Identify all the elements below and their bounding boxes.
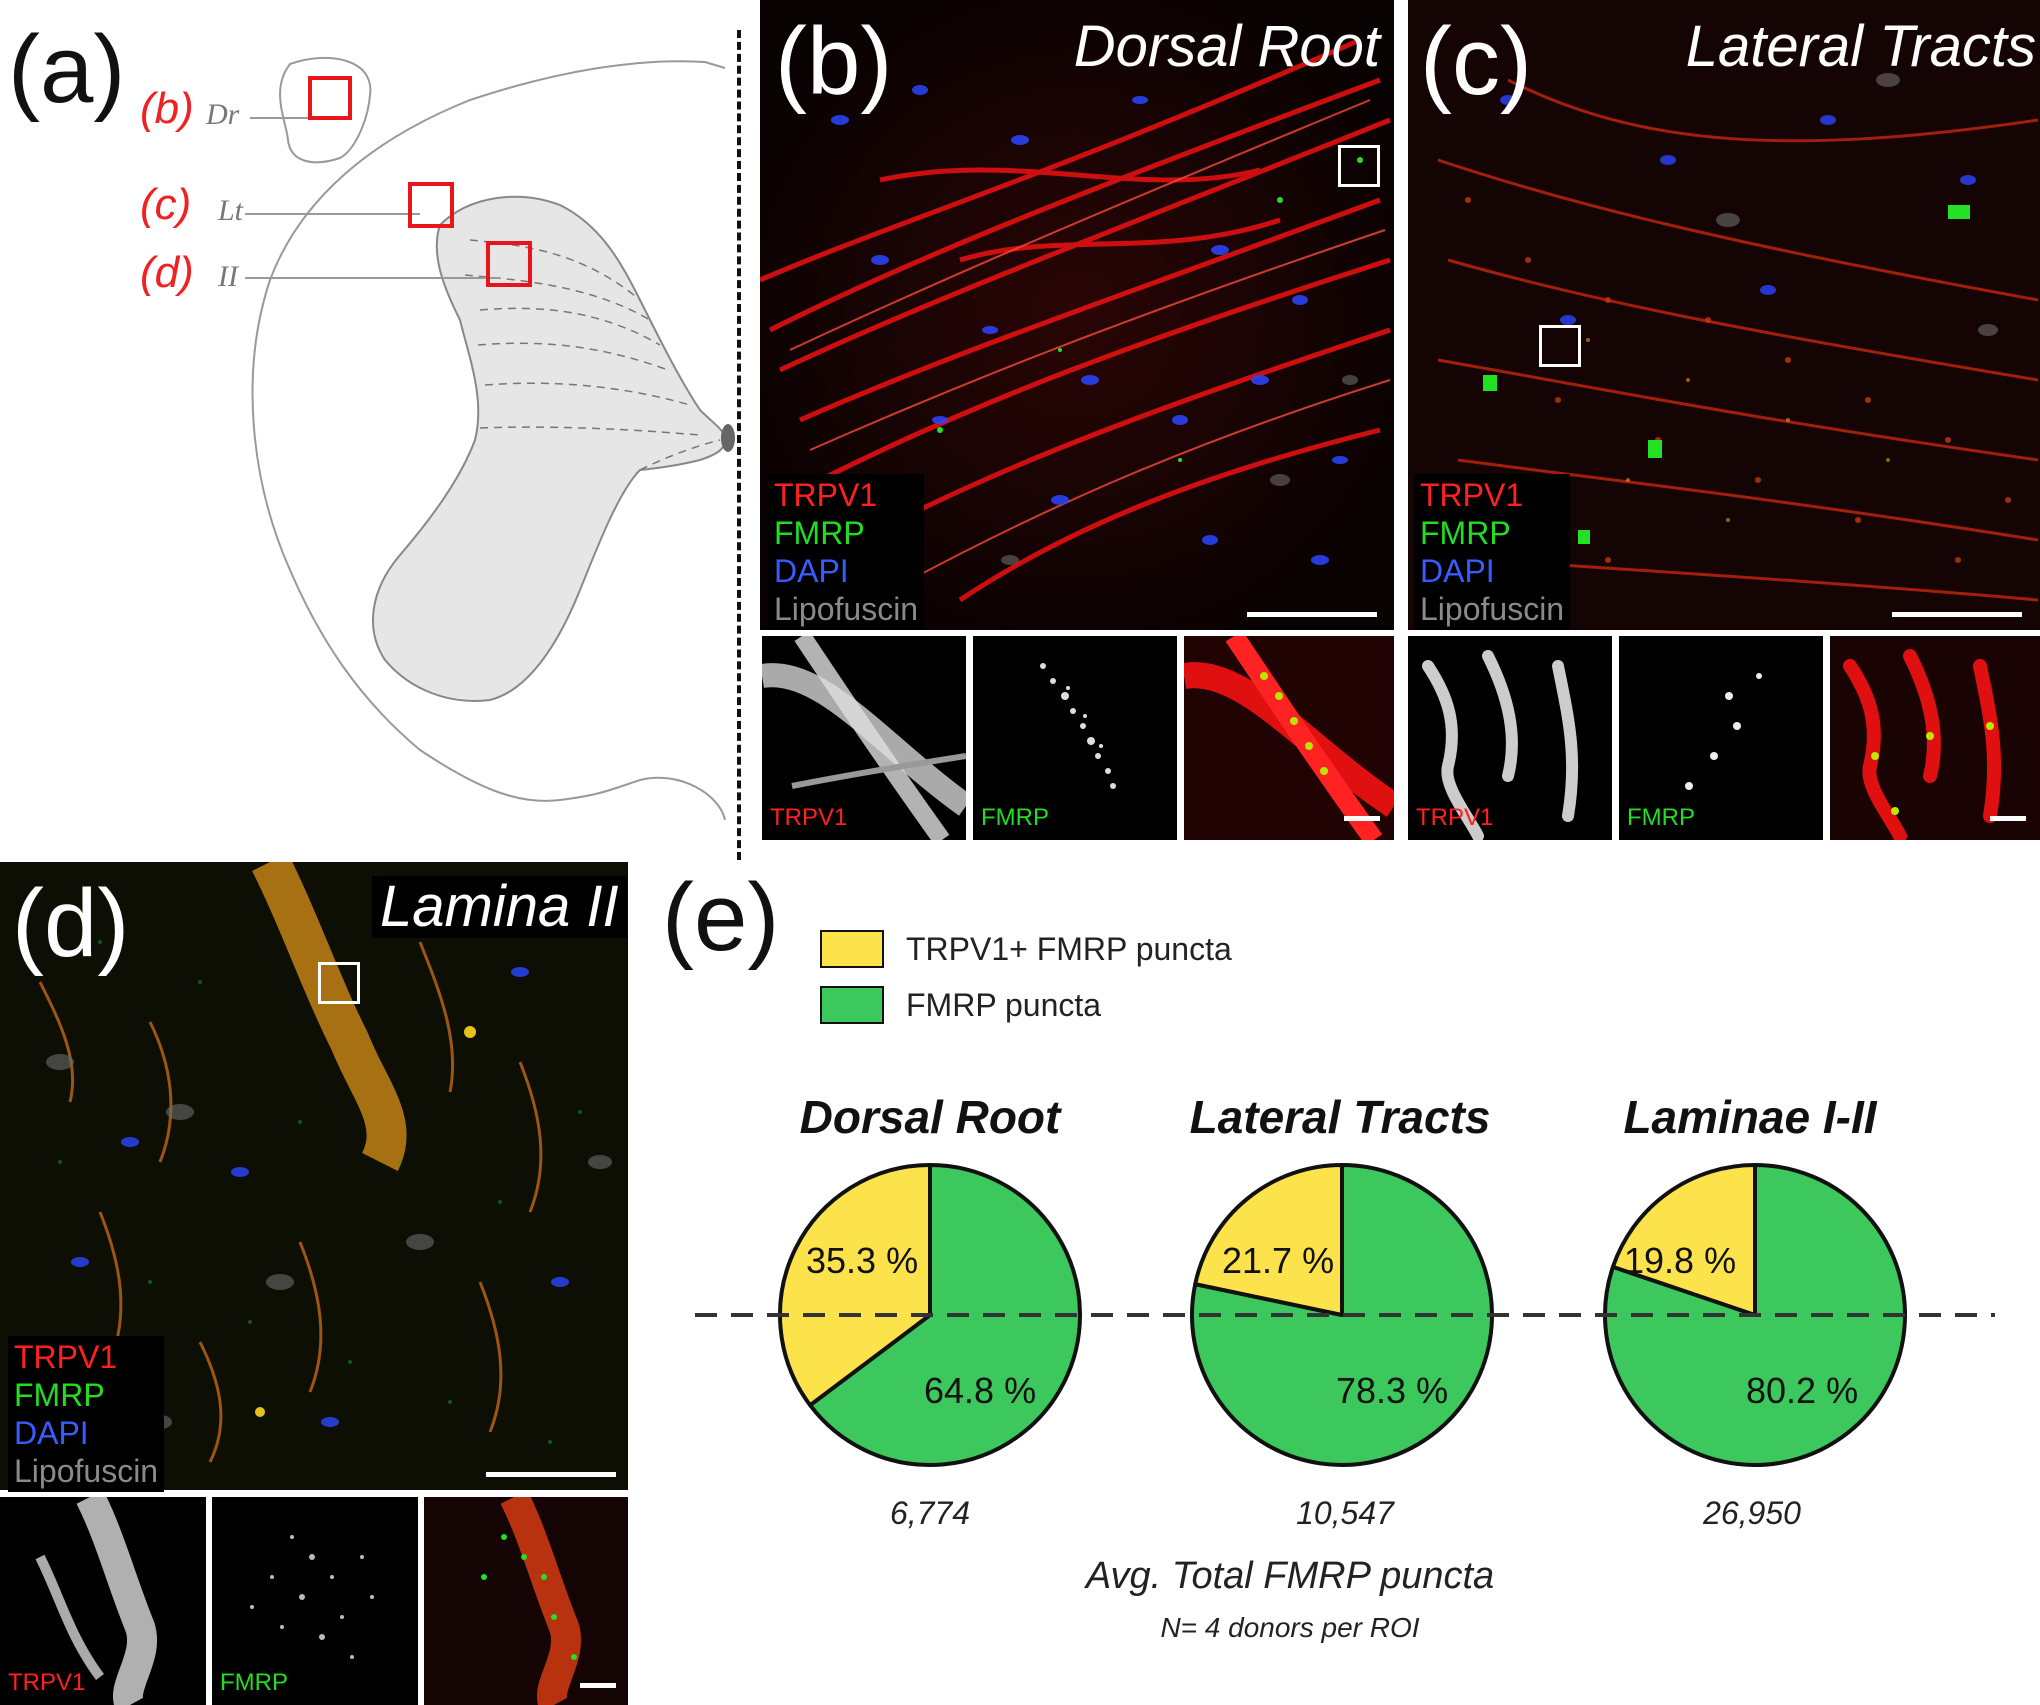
scalebar-d <box>486 1472 616 1477</box>
inset-b-trpv1: TRPV1 <box>762 636 966 840</box>
inset-b-fmrp: FMRP <box>973 636 1177 840</box>
pie-1-slice-trpv1-fmrp <box>1193 1163 1344 1317</box>
pie-0-slice-fmrp <box>808 1163 1082 1467</box>
legend-d: TRPV1 FMRP DAPI Lipofuscin <box>8 1336 165 1492</box>
inset-d-merge <box>424 1497 628 1705</box>
inset-scalebar-d <box>580 1683 616 1688</box>
legend-e-fmrp-label: FMRP puncta <box>906 986 1102 1023</box>
pie-2-yellow-pct: 19.8 % <box>1624 1240 1737 1281</box>
legend-c-fmrp: FMRP <box>1420 515 1511 551</box>
pie-title-dorsal-root: Dorsal Root <box>799 1091 1061 1143</box>
pie-0-green-pct: 64.8 % <box>924 1370 1037 1411</box>
micrograph-lateral-tracts <box>1408 0 2040 630</box>
legend-c-lipofuscin: Lipofuscin <box>1420 591 1565 627</box>
inset-scalebar-b <box>1344 816 1380 821</box>
inset-c-fmrp: FMRP <box>1619 636 1823 840</box>
legend-swatch-green <box>820 986 884 1024</box>
inset-roi-d <box>318 962 360 1004</box>
marker-letter-c: (c) <box>140 180 192 229</box>
marker-abbr-dr: Dr <box>206 98 240 131</box>
panel-label-e: (e) <box>662 864 780 971</box>
inset-c-trpv1: TRPV1 <box>1408 636 1612 840</box>
panel-label-b: (b) <box>775 8 893 115</box>
panel-label-d: (d) <box>12 870 130 977</box>
pie-2-slice-fmrp <box>1603 1163 1907 1467</box>
pie-title-laminae: Laminae I-II <box>1623 1091 1877 1143</box>
pie-1-slice-fmrp <box>1189 1163 1494 1467</box>
pie-0-total: 6,774 <box>889 1495 971 1531</box>
scalebar-c <box>1892 612 2022 617</box>
marker-letter-d: (d) <box>140 248 194 297</box>
legend-c: TRPV1 FMRP DAPI Lipofuscin <box>1414 474 1571 630</box>
panel-label-c: (c) <box>1420 8 1532 115</box>
inset-b-merge <box>1184 636 1394 840</box>
scalebar-b <box>1247 612 1377 617</box>
pie-1-green-pct: 78.3 % <box>1336 1370 1449 1411</box>
caption-avg-total: Avg. Total FMRP puncta <box>1085 1555 1495 1597</box>
caption-n-donors: N= 4 donors per ROI <box>1160 1612 1420 1643</box>
legend-d-fmrp: FMRP <box>14 1377 105 1413</box>
inset-roi-c <box>1539 325 1581 367</box>
legend-b-lipofuscin: Lipofuscin <box>774 591 919 627</box>
pie-1-total: 10,547 <box>1296 1495 1394 1531</box>
legend-b: TRPV1 FMRP DAPI Lipofuscin <box>768 474 925 630</box>
inset-c-fmrp-label: FMRP <box>1627 804 1695 831</box>
panel-divider <box>737 30 741 860</box>
title-lateral-tracts: Lateral Tracts <box>1685 14 2036 79</box>
marker-letter-b: (b) <box>140 84 194 133</box>
legend-c-trpv1: TRPV1 <box>1420 477 1524 513</box>
legend-e-trpv1-fmrp: TRPV1+ FMRP puncta <box>820 930 1232 968</box>
pie-2-total: 26,950 <box>1703 1495 1801 1531</box>
legend-d-lipofuscin: Lipofuscin <box>14 1453 159 1489</box>
legend-d-dapi: DAPI <box>14 1415 89 1451</box>
inset-roi-b <box>1338 145 1380 187</box>
inset-d-fmrp: FMRP <box>212 1497 418 1705</box>
title-lamina-ii: Lamina II <box>372 876 627 938</box>
roi-square-b <box>308 76 352 120</box>
legend-c-dapi: DAPI <box>1420 553 1495 589</box>
title-dorsal-root: Dorsal Root <box>1073 14 1380 79</box>
inset-d-fmrp-label: FMRP <box>220 1669 288 1696</box>
marker-abbr-ii: II <box>218 260 238 293</box>
panel-label-a: (a) <box>8 16 126 123</box>
marker-abbr-lt: Lt <box>218 194 244 227</box>
spinal-cord-schematic <box>245 57 735 821</box>
inset-b-fmrp-label: FMRP <box>981 804 1049 831</box>
legend-e-fmrp: FMRP puncta <box>820 986 1101 1024</box>
pie-2-green-pct: 80.2 % <box>1746 1370 1859 1411</box>
inset-c-trpv1-label: TRPV1 <box>1416 804 1494 831</box>
roi-square-c <box>408 182 454 228</box>
inset-scalebar-c <box>1990 816 2026 821</box>
inset-c-merge <box>1830 636 2040 840</box>
pie-1-yellow-pct: 21.7 % <box>1222 1240 1335 1281</box>
inset-b-trpv1-label: TRPV1 <box>770 804 848 831</box>
roi-square-d <box>486 241 532 287</box>
pie-0-yellow-pct: 35.3 % <box>806 1240 919 1281</box>
legend-e-trpv1-fmrp-label: TRPV1+ FMRP puncta <box>906 930 1232 967</box>
inset-d-trpv1: TRPV1 <box>0 1497 206 1705</box>
legend-b-dapi: DAPI <box>774 553 849 589</box>
legend-d-trpv1: TRPV1 <box>14 1339 118 1375</box>
pie-2-slice-trpv1-fmrp <box>1610 1163 1757 1317</box>
pie-title-lateral-tracts: Lateral Tracts <box>1189 1091 1491 1143</box>
pie-0-slice-trpv1-fmrp <box>778 1163 932 1408</box>
legend-b-fmrp: FMRP <box>774 515 865 551</box>
inset-d-trpv1-label: TRPV1 <box>8 1669 86 1696</box>
legend-b-trpv1: TRPV1 <box>774 477 878 513</box>
legend-swatch-yellow <box>820 930 884 968</box>
